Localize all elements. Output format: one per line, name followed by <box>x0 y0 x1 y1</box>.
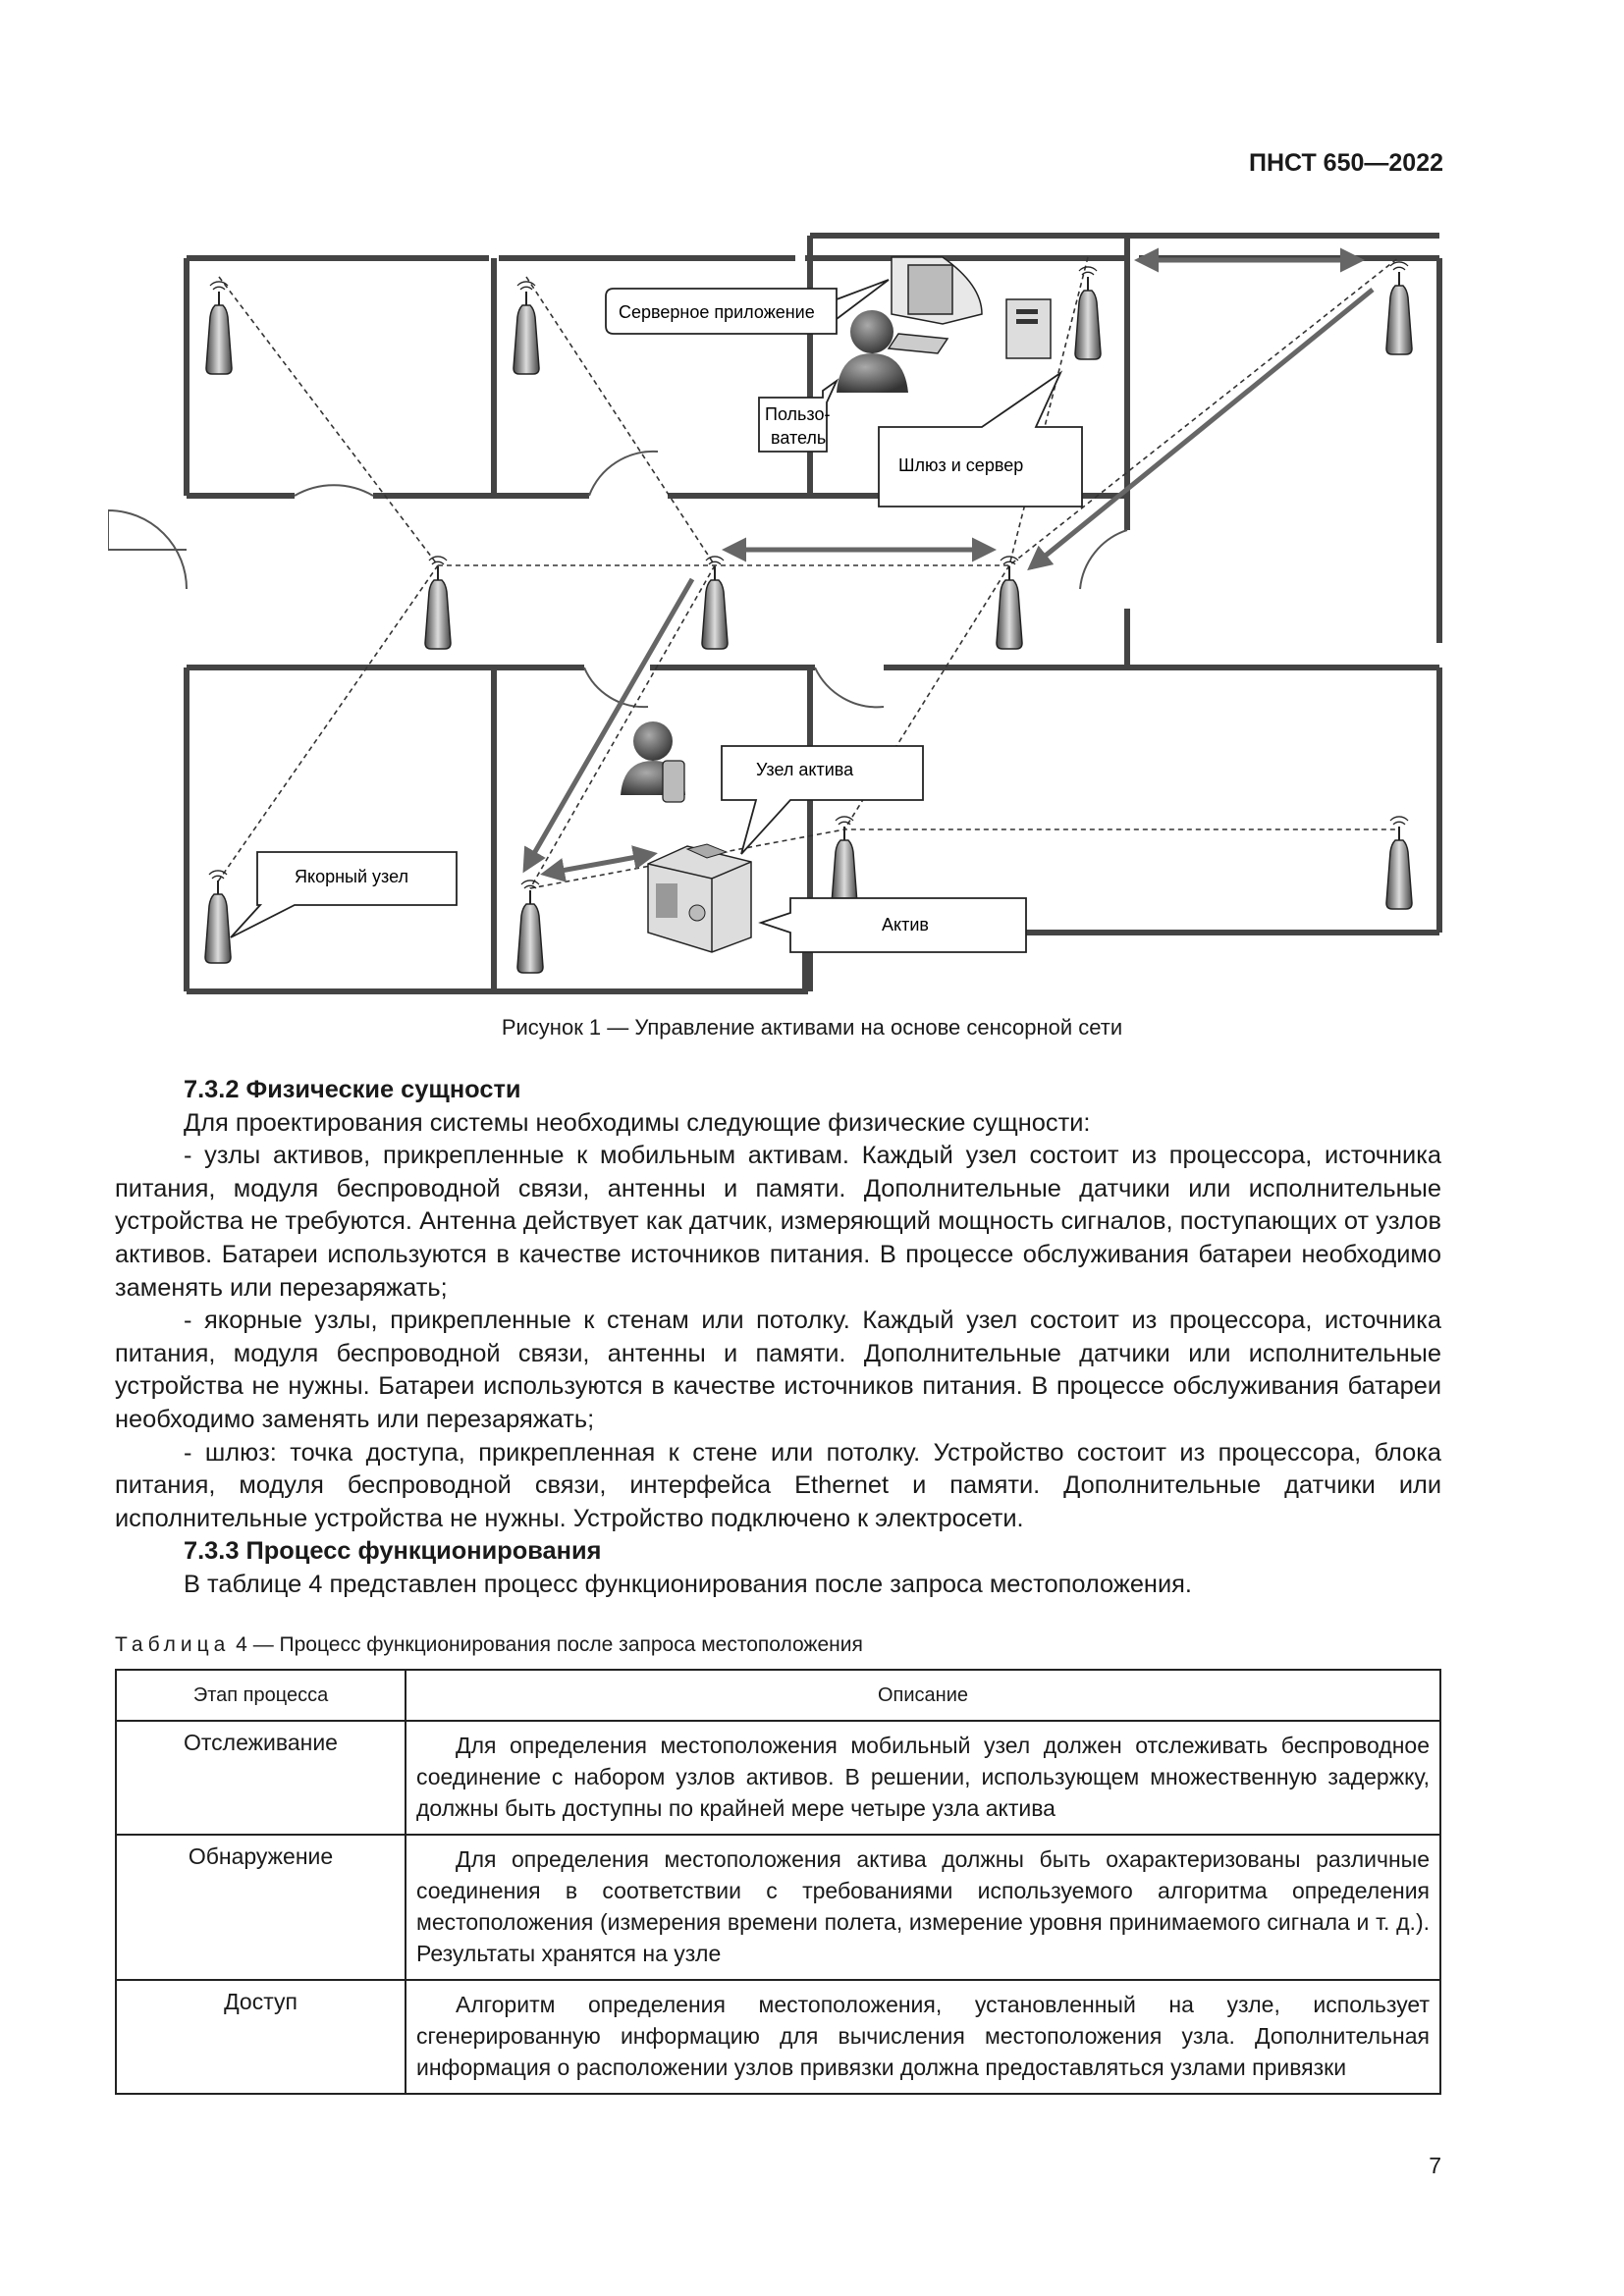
floor-plan-figure: Серверное приложение Пользо- ватель Шлюз… <box>108 233 1442 994</box>
label-server-app: Серверное приложение <box>619 302 815 322</box>
computer-icon <box>887 256 983 354</box>
process-table: Этап процесса Описание Отслеживание Для … <box>115 1669 1441 2095</box>
callout-gateway <box>878 370 1083 507</box>
table-caption-word: Таблица <box>115 1633 231 1656</box>
description-cell: Для определения местоположения мобильный… <box>405 1720 1441 1836</box>
signal-arrows <box>522 247 1375 882</box>
table-row: Доступ Алгоритм определения местоположен… <box>115 1979 1441 2095</box>
para-intro-732: Для проектирования системы необходимы сл… <box>184 1108 1091 1137</box>
list-item-gateway: - шлюз: точка доступа, прикрепленная к с… <box>115 1438 1441 1532</box>
table-row: Отслеживание Для определения местоположе… <box>115 1720 1441 1836</box>
heading-7-3-3: 7.3.3 Процесс функционирования <box>184 1537 602 1566</box>
server-icon <box>1005 298 1052 359</box>
description-text: Для определения местоположения мобильный… <box>416 1733 1430 1821</box>
table-caption: Таблица 4 — Процесс функционирования пос… <box>115 1633 863 1657</box>
description-text: Для определения местоположения актива до… <box>416 1846 1430 1966</box>
label-asset-node: Узел актива <box>756 760 854 779</box>
callout-anchor-node <box>230 851 458 938</box>
user-icon <box>837 310 908 393</box>
description-cell: Алгоритм определения местоположения, уст… <box>405 1979 1441 2095</box>
table-header-row: Этап процесса Описание <box>115 1669 1441 1722</box>
stage-cell: Доступ <box>115 1979 406 2095</box>
header-stage: Этап процесса <box>115 1669 406 1722</box>
figure-caption: Рисунок 1 — Управление активами на основ… <box>501 1015 1123 1040</box>
document-id: ПНСТ 650—2022 <box>1249 149 1443 177</box>
callout-user <box>758 378 839 453</box>
callout-server-app <box>605 279 890 335</box>
description-text: Алгоритм определения местоположения, уст… <box>416 1992 1430 2080</box>
stage-cell: Отслеживание <box>115 1720 406 1836</box>
label-asset: Актив <box>882 915 929 934</box>
table-row: Обнаружение Для определения местоположен… <box>115 1834 1441 1981</box>
callout-asset <box>758 897 1027 953</box>
heading-7-3-2: 7.3.2 Физические сущности <box>184 1076 521 1103</box>
para-intro-733: В таблице 4 представлен процесс функцион… <box>184 1570 1192 1598</box>
table-caption-rest: 4 — Процесс функционирования после запро… <box>230 1633 863 1656</box>
callout-asset-node <box>721 745 924 855</box>
page-number: 7 <box>1429 2153 1441 2178</box>
label-anchor-node: Якорный узел <box>295 867 408 886</box>
description-cell: Для определения местоположения актива до… <box>405 1834 1441 1981</box>
list-item-anchor-nodes: - якорные узлы, прикрепленные к стенам и… <box>115 1307 1441 1433</box>
body-text: 7.3.2 Физические сущности Для проектиров… <box>115 1074 1441 1602</box>
header-description: Описание <box>405 1669 1441 1722</box>
list-item-asset-nodes: - узлы активов, прикрепленные к мобильны… <box>115 1142 1441 1302</box>
stage-cell: Обнаружение <box>115 1834 406 1981</box>
label-gateway-server: Шлюз и сервер <box>898 455 1023 475</box>
asset-box-icon <box>647 843 752 953</box>
doors <box>108 450 1128 709</box>
asset-person-icon <box>621 721 685 803</box>
label-user-2: ватель <box>771 428 826 448</box>
label-user-1: Пользо- <box>765 404 831 424</box>
